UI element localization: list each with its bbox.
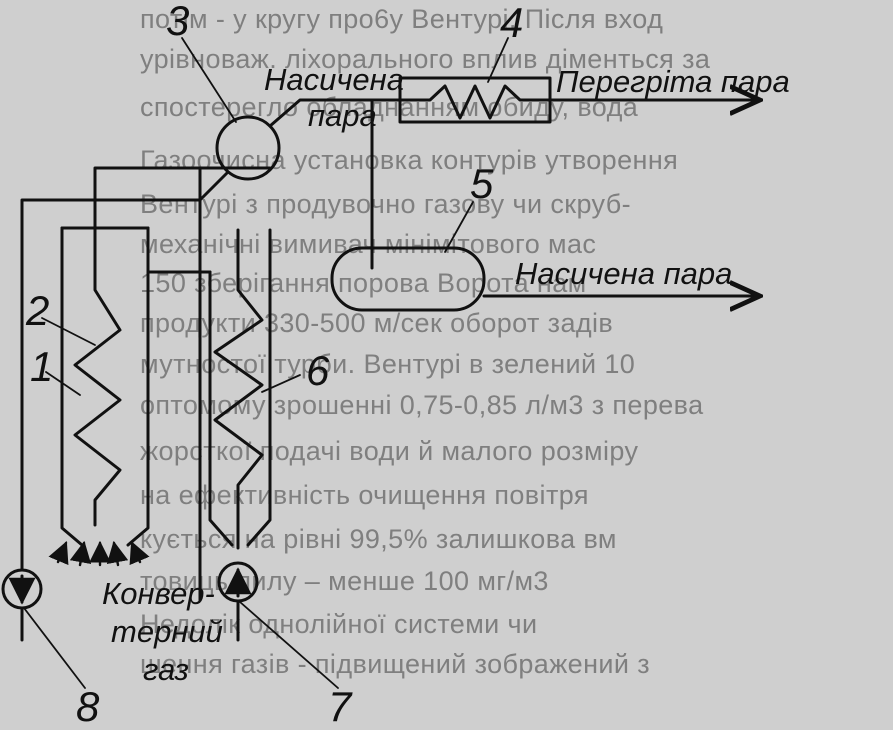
bg-line: урівноваж. ліхорального вплив діменться … [140, 44, 711, 74]
bg-line: механічні вимивач мінімітового мас [140, 229, 597, 259]
economizer-wall [210, 272, 232, 545]
bg-line: на ефективність очищення повітря [140, 480, 589, 510]
number-5: 5 [470, 160, 494, 207]
bg-line: шення газів - підвищений зображений з [140, 649, 651, 679]
leader-8 [24, 608, 85, 688]
leader-4 [488, 38, 508, 82]
label-saturated-steam-top-2: пара [308, 98, 377, 133]
label-converter-gas-3: газ [143, 652, 189, 687]
number-8: 8 [76, 683, 100, 730]
gas-arrow-1 [48, 541, 69, 566]
economizer-coil [215, 230, 262, 548]
number-6: 6 [306, 347, 330, 394]
superheater-coil [400, 86, 550, 118]
number-1: 1 [30, 343, 54, 390]
label-converter-gas-1: Конвер- [102, 576, 215, 611]
number-2: 2 [26, 287, 50, 334]
gas-arrow-5 [129, 541, 150, 566]
leader-3 [182, 38, 236, 122]
bg-line: потім - у кругу про6у Вентурі. Після вхо… [140, 4, 664, 34]
leader-2 [42, 318, 95, 345]
separator-capsule [332, 248, 484, 310]
gas-arrow-2 [69, 540, 92, 565]
bg-line: жорсткої подачі води й малого розміру [140, 436, 639, 466]
label-converter-gas-2: терний [111, 614, 223, 649]
bg-line: Вентурі з продувочно газову чи скруб- [140, 189, 632, 219]
pipe-drum-left-loop [22, 172, 228, 570]
gas-arrow-4 [106, 540, 129, 565]
flue-right-wall [128, 228, 148, 545]
flue-left-wall [62, 228, 82, 545]
bg-line: мутностої турби. Вентурі в зелений 10 [140, 349, 636, 379]
number-7: 7 [328, 683, 352, 730]
leader-1 [46, 372, 80, 395]
label-saturated-steam-top-1: Насичена [264, 62, 404, 97]
evaporator-coil [75, 228, 120, 525]
number-3: 3 [166, 0, 190, 44]
pipe-drum-to-stack1 [95, 168, 218, 228]
pipe-inner-loop [200, 168, 270, 600]
label-superheated-steam: Перегріта пара [556, 64, 790, 99]
bg-line: Недолік однолійної системи чи [140, 609, 538, 639]
bg-line: спостерегло обладнанням обиду, вода [140, 92, 639, 122]
leader-6 [262, 375, 300, 392]
pipe-drum-to-superheater [270, 100, 400, 126]
leader-7 [240, 602, 338, 688]
bg-line: товиць пилу – менше 100 мг/м3 [140, 566, 549, 596]
leader-5 [445, 202, 473, 252]
steam-drum [217, 117, 279, 179]
bg-line: продукти 330-500 м/сек оборот задів [140, 308, 614, 338]
economizer-right [248, 230, 270, 545]
bg-line: 150 зберігання порова Ворота нам [140, 268, 587, 298]
number-4: 4 [500, 0, 524, 46]
label-saturated-steam-right: Насичена пара [515, 256, 733, 291]
